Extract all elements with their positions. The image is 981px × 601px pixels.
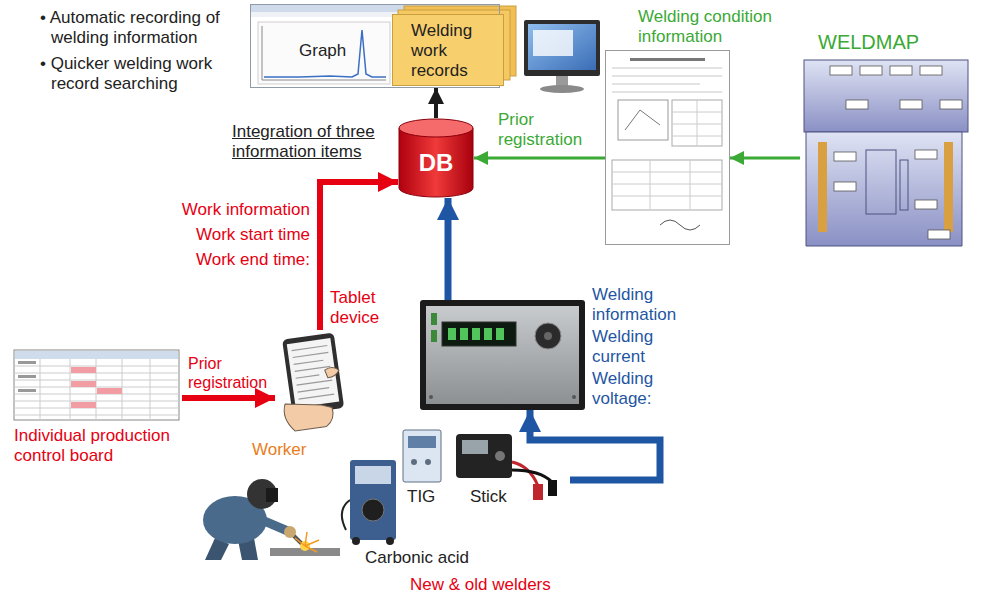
tablet-in-hand	[274, 333, 346, 432]
db-label: DB	[398, 149, 474, 177]
connector-arrow	[182, 395, 275, 401]
database-body	[399, 128, 473, 197]
measuring-unit: Welding informationWelding currentWeldin…	[420, 300, 585, 410]
signal-name: Welding information	[592, 285, 697, 325]
edge-caption: Prior registration	[188, 354, 274, 392]
welder-name: TIG	[407, 487, 447, 507]
connector-arrow	[474, 157, 605, 160]
condition-form	[605, 50, 730, 245]
worker-figure: Worker	[190, 440, 340, 565]
bullet-note: • Automatic recording of welding informa…	[40, 8, 245, 48]
measuring-device	[420, 300, 585, 410]
connector-arrow	[445, 198, 452, 300]
connector-arrow	[320, 182, 398, 330]
tablet-device: Tablet device	[275, 330, 350, 430]
control-board: Individual production control board	[14, 350, 182, 470]
database-cylinder: DB	[398, 118, 474, 198]
control-board-sheet	[14, 350, 179, 420]
edge-caption: Prior registration	[498, 110, 598, 150]
graph-caption: Graph	[299, 41, 369, 61]
database-top	[399, 119, 473, 137]
welder-name: Carbonic acid	[365, 548, 495, 568]
signal-name: Welding voltage:	[592, 369, 697, 409]
bullet-note: • Quicker welding work record searching	[40, 54, 245, 94]
condition-heading: Welding condition information	[638, 7, 788, 47]
board-caption: Individual production control board	[14, 426, 182, 466]
welder-caption: New & old welders	[410, 575, 570, 595]
weld-map-drawing	[804, 60, 968, 246]
map-heading: WELDMAP	[818, 30, 948, 54]
tablet-heading: Tablet device	[330, 288, 402, 328]
signal-name: Welding current	[592, 327, 697, 367]
welder-name: Stick	[470, 487, 525, 507]
computer-monitor	[524, 20, 600, 93]
welding-machines	[342, 430, 557, 545]
condition-sheet: Welding condition information	[605, 50, 730, 245]
connector-arrow	[730, 157, 800, 160]
data-item: Work information	[140, 200, 310, 220]
weld-map: WELDMAP	[800, 30, 972, 250]
data-item: Work start time	[140, 225, 310, 245]
welder-group: Carbonic acid TIG StickNew & old welders	[345, 425, 570, 597]
connector-arrow	[530, 410, 660, 480]
welder-person	[203, 479, 340, 560]
data-item: Work end time:	[140, 250, 310, 270]
record-sheet: Welding work records	[392, 14, 504, 86]
worker-label: Worker	[252, 440, 332, 460]
edge-caption: Integration of three information items	[232, 122, 422, 162]
connector-arrow	[434, 88, 438, 118]
record-title: Welding work records	[411, 21, 485, 81]
